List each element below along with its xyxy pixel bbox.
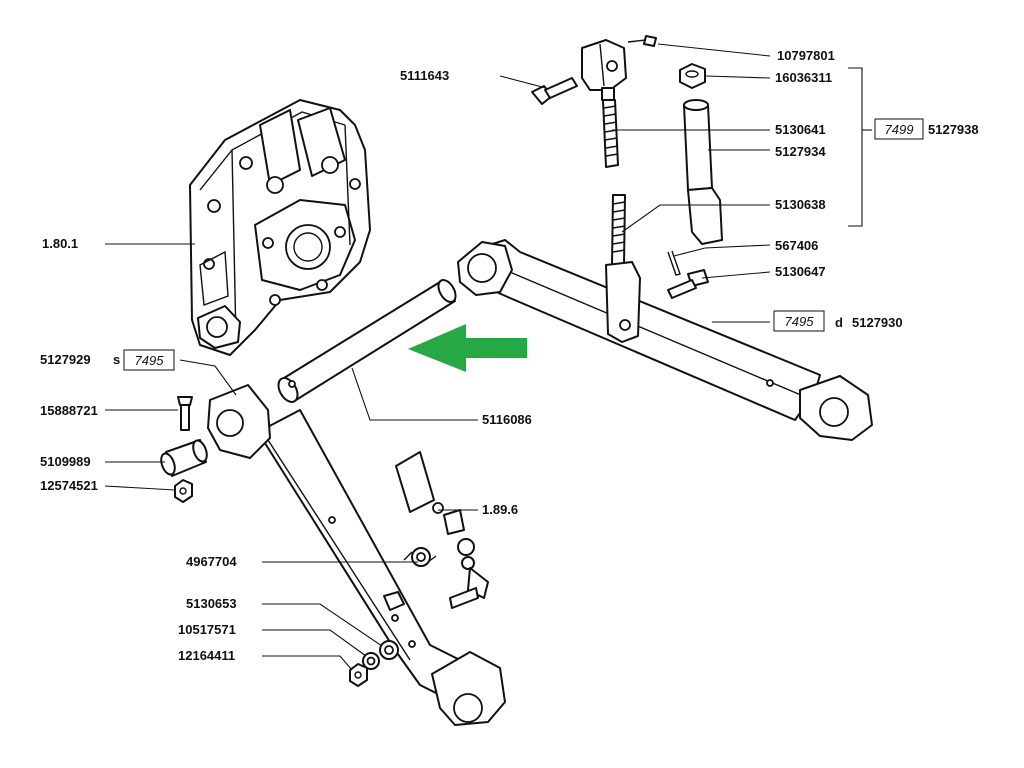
- part-labels: 10797801 5111643 16036311 5130641 512793…: [40, 48, 979, 663]
- upper-threaded-screw: [602, 99, 619, 168]
- label-nut-top: 16036311: [775, 70, 832, 85]
- nut-left: [174, 479, 193, 503]
- right-lower-arm: [457, 239, 873, 441]
- label-left-arm: 5127929: [40, 352, 91, 367]
- cross-shaft: [277, 279, 457, 403]
- arrow-left-icon: [408, 324, 527, 372]
- label-washer-b: 10517571: [178, 622, 236, 637]
- stabilizer: [395, 451, 489, 609]
- ref-box-right-arm-text: 7495: [785, 314, 815, 329]
- nut-bottom: [349, 663, 368, 687]
- arm-fitting: [383, 591, 405, 611]
- bushing: [160, 439, 208, 477]
- sleeve: [683, 99, 723, 245]
- ref-box-left-arm-text: 7495: [135, 353, 165, 368]
- label-bushing: 5109989: [40, 454, 91, 469]
- label-washer-a: 5130653: [186, 596, 237, 611]
- label-stabilizer: 1.89.6: [482, 502, 518, 517]
- label-right-arm-prefix: d: [835, 315, 843, 330]
- leader-lines: [104, 43, 872, 671]
- ref-box-left-arm: 7495: [123, 349, 175, 371]
- label-nut-bottom: 12164411: [178, 648, 235, 663]
- label-assembly: 5127938: [928, 122, 979, 137]
- washer-a: [379, 640, 399, 660]
- nut-top: [679, 63, 706, 89]
- label-top-pin-bolt: 10797801: [777, 48, 835, 63]
- label-sleeve: 5127934: [775, 144, 826, 159]
- label-pin: 5111643: [400, 68, 449, 83]
- top-pin-bolt: [627, 35, 657, 47]
- label-lower-screw: 5130638: [775, 197, 826, 212]
- label-right-arm: 5127930: [852, 315, 903, 330]
- label-nut-left: 12574521: [40, 478, 98, 493]
- label-shaft: 5116086: [482, 412, 532, 427]
- label-cotter-pin: 567406: [775, 238, 818, 253]
- bolt-left: [177, 396, 193, 431]
- label-bolt-right: 5130647: [775, 264, 826, 279]
- washer-b: [362, 652, 380, 670]
- ref-box-assembly-text: 7499: [885, 122, 914, 137]
- label-housing: 1.80.1: [42, 236, 78, 251]
- housing-drawing: [189, 99, 371, 356]
- lift-rod-clevis: [581, 39, 627, 101]
- label-left-arm-suffix: s: [113, 352, 120, 367]
- clip: [403, 547, 437, 567]
- label-clip: 4967704: [186, 554, 237, 569]
- cotter-pin: [667, 250, 681, 276]
- label-bolt-left: 15888721: [40, 403, 98, 418]
- ref-box-assembly: 7499: [874, 118, 924, 140]
- label-upper-screw: 5130641: [775, 122, 826, 137]
- left-lower-arm: [207, 384, 506, 726]
- pin: [531, 77, 578, 105]
- bolt-right: [667, 269, 709, 299]
- ref-box-right-arm: 7495: [773, 310, 825, 332]
- lower-threaded-screw: [605, 194, 641, 343]
